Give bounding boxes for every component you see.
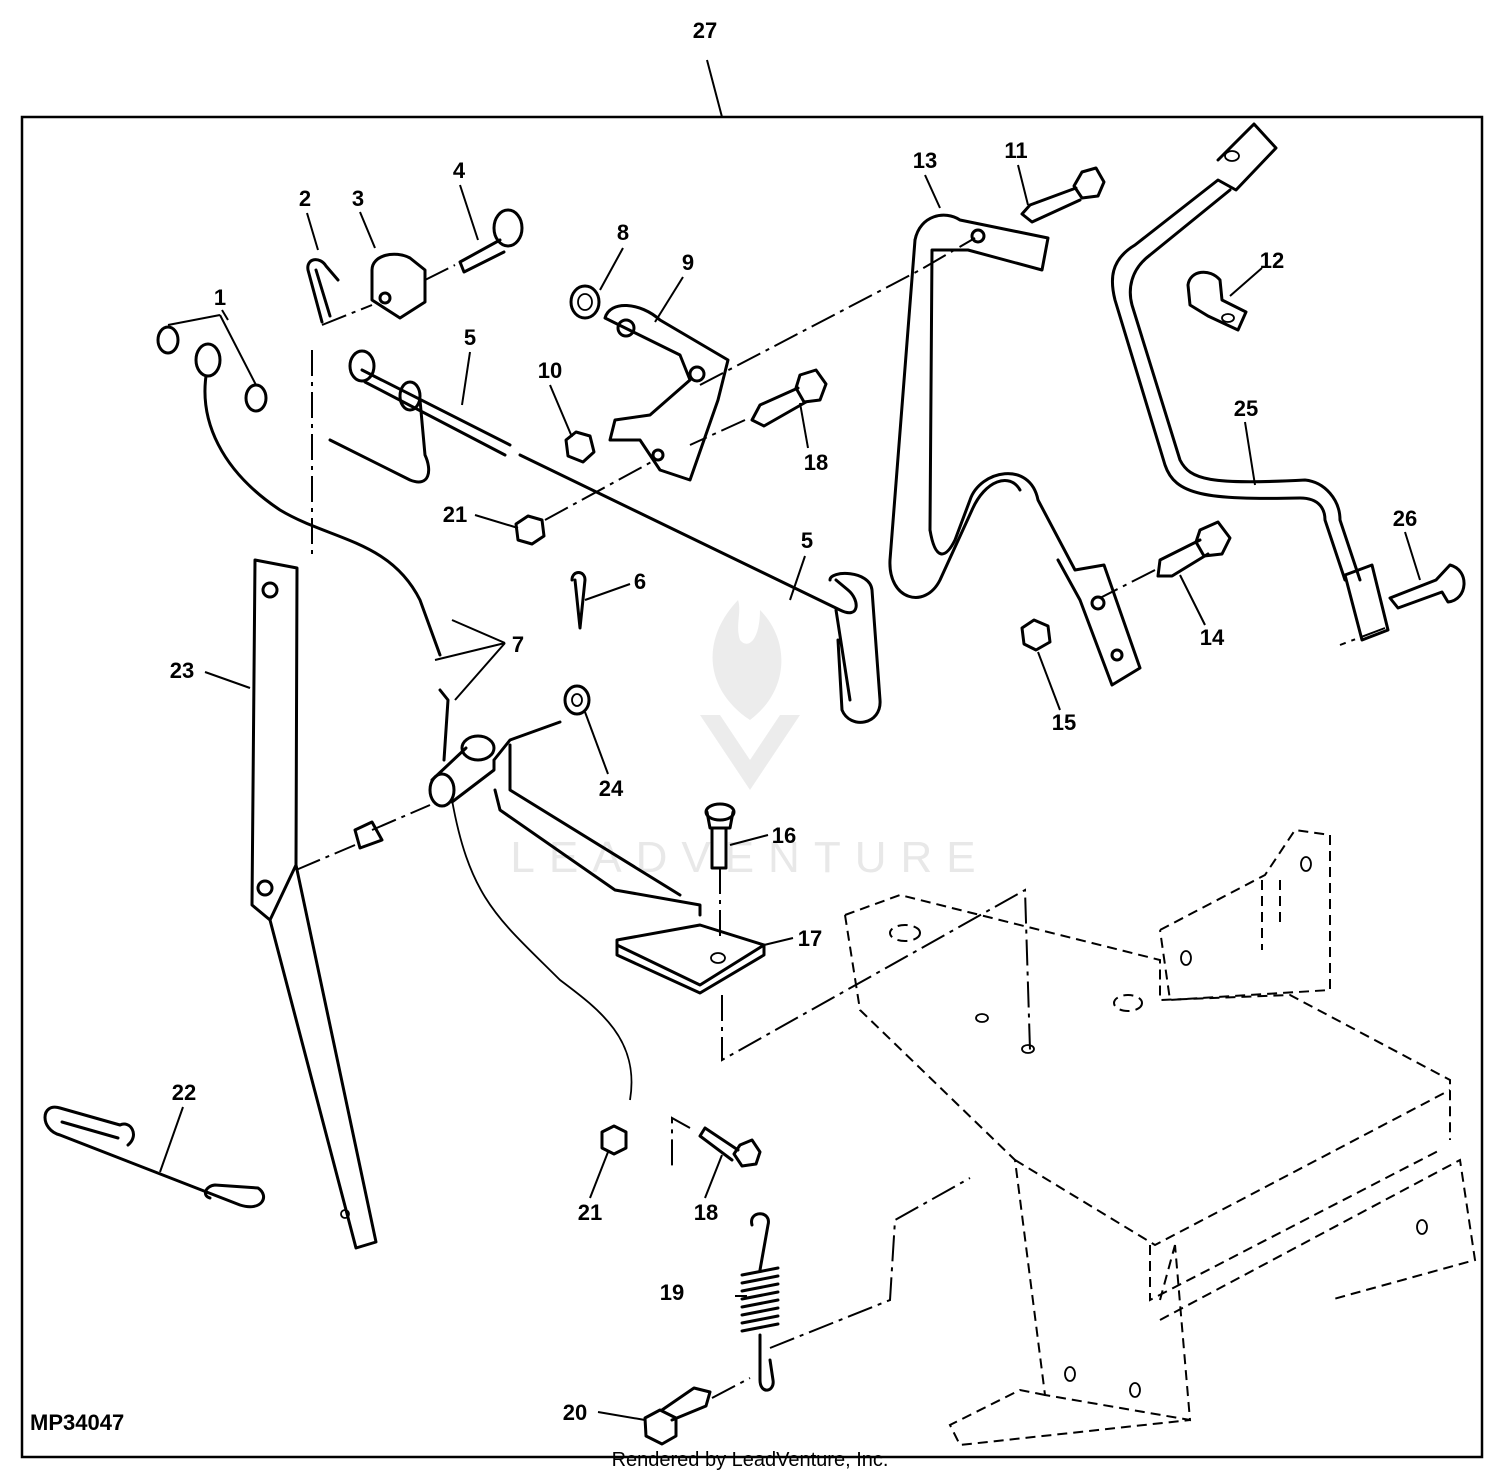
part-22-hook: [43, 1105, 265, 1209]
callout-13: 13: [913, 148, 937, 173]
part-5-rod: [328, 349, 882, 724]
callout-24: 24: [599, 776, 624, 801]
callout-3: 3: [352, 186, 364, 211]
part-2-hairpin: [306, 258, 340, 324]
callout-21b: 21: [578, 1200, 602, 1225]
part-11-bolt: [1020, 166, 1106, 224]
part-9-bracket: [603, 237, 976, 482]
callout-18a: 18: [804, 450, 828, 475]
part-19-spring: [740, 1177, 971, 1392]
callout-10: 10: [538, 358, 562, 383]
callout-27: 27: [693, 18, 717, 43]
callout-2: 2: [299, 186, 311, 211]
callout-21a: 21: [443, 502, 467, 527]
render-credit: Rendered by LeadVenture, Inc.: [612, 1449, 889, 1471]
callout-4: 4: [453, 158, 466, 183]
part-23-lever: [250, 558, 431, 1250]
callout-16: 16: [772, 823, 796, 848]
tractor-frame: [844, 828, 1477, 1447]
callout-22: 22: [172, 1080, 196, 1105]
part-10-nut: [564, 430, 596, 464]
part-14-bolt: [1099, 520, 1232, 599]
callout-5a: 5: [464, 325, 476, 350]
callouts: 1 2 3 4 5 5 6 7 8 9 10 11 12 13 14 15 16…: [170, 18, 1417, 1425]
part-6-cotter-pin: [570, 571, 587, 630]
callout-23: 23: [170, 658, 194, 683]
callout-17: 17: [798, 926, 822, 951]
part-8-bushing: [569, 284, 601, 320]
callout-20: 20: [563, 1400, 587, 1425]
part-15-nut: [1020, 618, 1052, 652]
part-25-linkage-rod: [1110, 122, 1390, 642]
leader-27: [706, 59, 723, 118]
part-26-carriage-bolt: [1339, 563, 1466, 646]
diagram-frame: [20, 115, 1484, 1459]
part-21-nut-upper: [514, 514, 546, 546]
callout-25: 25: [1234, 396, 1258, 421]
leader-7: [434, 642, 506, 701]
figure-id: MP34047: [30, 1410, 124, 1435]
pedal-shaft: [428, 720, 766, 1101]
callout-6: 6: [634, 569, 646, 594]
callout-19: 19: [660, 1280, 684, 1305]
part-21-nut-lower: [600, 1124, 628, 1156]
callout-5b: 5: [801, 528, 813, 553]
part-1-cable: [156, 314, 442, 657]
part-4-pin: [458, 208, 524, 274]
part-16-bolt: [704, 802, 1031, 1062]
callout-12: 12: [1260, 248, 1284, 273]
part-20-bolt: [643, 1377, 751, 1446]
part-18-bolt-upper: [689, 368, 828, 446]
callout-9: 9: [682, 250, 694, 275]
callout-8: 8: [617, 220, 629, 245]
callout-11: 11: [1004, 138, 1027, 163]
callout-18b: 18: [694, 1200, 718, 1225]
part-24-washer: [563, 684, 591, 716]
part-3-clevis: [311, 252, 456, 560]
callout-15: 15: [1052, 710, 1076, 735]
callout-14: 14: [1200, 625, 1225, 650]
callout-26: 26: [1393, 506, 1417, 531]
leader-lines: [159, 164, 1421, 1421]
part-13-lift-arm: [888, 213, 1142, 687]
callout-1: 1: [214, 285, 226, 310]
watermark: LEADVENTURE: [510, 600, 976, 882]
part-12-clamp: [1186, 270, 1248, 332]
callout-7: 7: [512, 632, 524, 657]
part-18-bolt-lower: [671, 1116, 762, 1170]
